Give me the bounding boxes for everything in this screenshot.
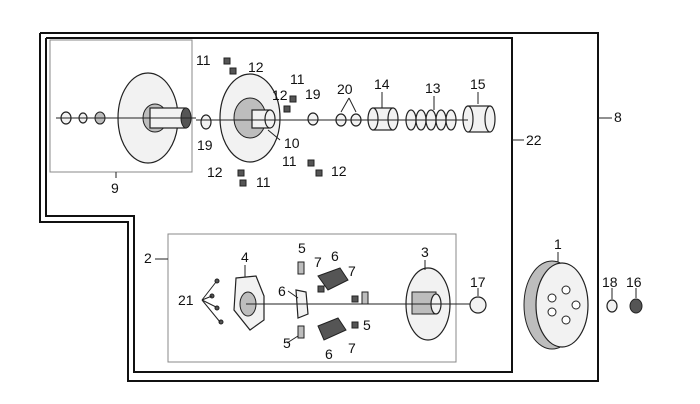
- clutch-bell-part: [523, 260, 589, 350]
- callout-2: 2: [144, 250, 152, 266]
- assembly-8-outline: [39, 32, 599, 382]
- leader-lines: [115, 92, 637, 344]
- callout-11-c: 11: [282, 153, 297, 169]
- assembly-22-outline: [45, 37, 513, 373]
- callout-18: 18: [602, 274, 618, 290]
- callout-11-a: 11: [196, 52, 211, 68]
- callout-11-b: 11: [290, 71, 305, 87]
- collar-part: [367, 107, 399, 131]
- callout-22: 22: [526, 132, 542, 148]
- cover-plate-part: [233, 275, 265, 331]
- callout-15: 15: [470, 76, 486, 92]
- callout-11-d: 11: [256, 174, 271, 190]
- callout-7-a: 7: [314, 254, 322, 270]
- callout-9: 9: [111, 180, 119, 196]
- nut-part: [629, 298, 643, 314]
- group-2-box: [167, 233, 457, 363]
- callout-12-d: 12: [207, 164, 223, 180]
- callout-12-c: 12: [331, 163, 347, 179]
- callout-1: 1: [554, 236, 562, 252]
- callout-5-a: 5: [298, 240, 306, 256]
- callout-13: 13: [425, 80, 441, 96]
- damper-part: [317, 285, 359, 329]
- callout-17: 17: [470, 274, 486, 290]
- callout-6-c: 6: [325, 346, 333, 362]
- callout-19-a: 19: [305, 86, 321, 102]
- bearing-part: [469, 296, 487, 314]
- callout-6-a: 6: [331, 248, 339, 264]
- callout-6-b: 6: [278, 283, 286, 299]
- clutch-spring-part: [297, 261, 369, 339]
- o-ring-part: [200, 114, 212, 130]
- washer-part: [606, 299, 618, 313]
- callout-12-b: 12: [272, 87, 288, 103]
- o-ring-part-2: [307, 112, 319, 126]
- group-9-box: [49, 39, 193, 173]
- movable-face-part: [219, 73, 281, 163]
- callout-19-b: 19: [197, 137, 213, 153]
- callout-3: 3: [421, 244, 429, 260]
- callout-16: 16: [626, 274, 642, 290]
- callout-12-a: 12: [248, 59, 264, 75]
- callout-5-c: 5: [283, 335, 291, 351]
- callout-5-b: 5: [363, 317, 371, 333]
- callout-21: 21: [178, 292, 194, 308]
- callout-7-c: 7: [348, 340, 356, 356]
- callout-20: 20: [337, 81, 353, 97]
- pin-part: [223, 57, 323, 187]
- sleeve-part: [462, 105, 496, 133]
- callout-14: 14: [374, 76, 390, 92]
- callout-4: 4: [241, 249, 249, 265]
- callout-7-b: 7: [348, 263, 356, 279]
- callout-8: 8: [614, 109, 622, 125]
- callout-10: 10: [284, 135, 300, 151]
- callouts: 9 8 22 2 10 11 12 11 12 19 19 20 14 13 1…: [111, 52, 642, 362]
